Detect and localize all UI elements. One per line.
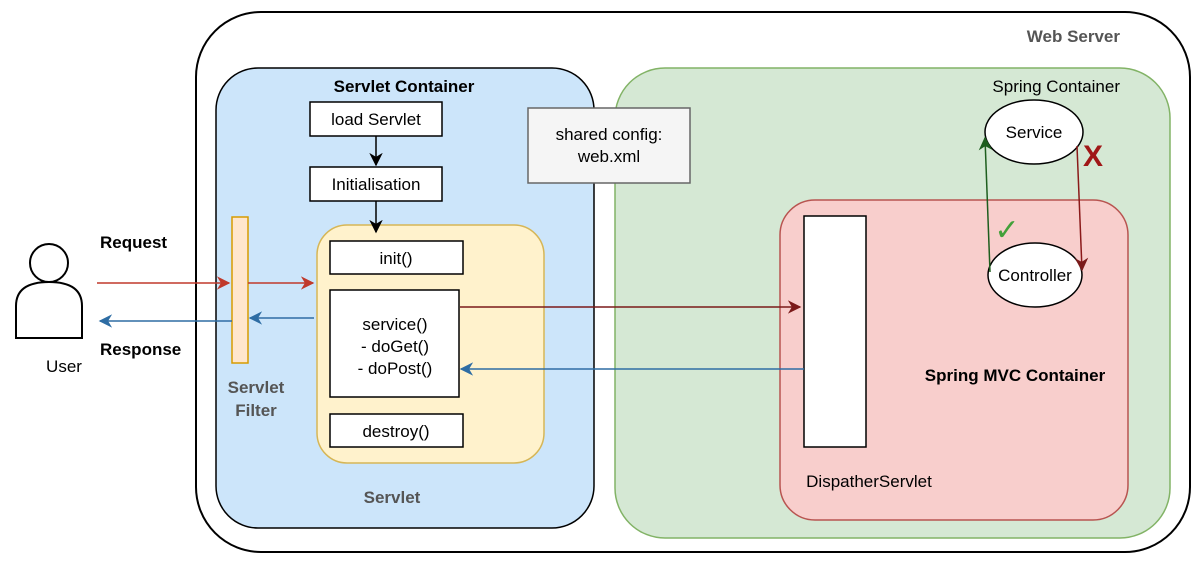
- service-bean-label: Service: [1006, 123, 1063, 142]
- load-servlet-box: [309, 101, 443, 137]
- dispatcher-servlet-label: DispatherServlet: [806, 472, 932, 491]
- service-bean-ellipse: [984, 99, 1084, 165]
- servlet-filter-label-line2: Filter: [235, 401, 277, 420]
- user-label: User: [46, 357, 82, 376]
- arrow-controller-to-service: [978, 136, 993, 273]
- destroy-box: [329, 413, 464, 448]
- arrow-service-to-controller: [1074, 145, 1089, 272]
- init-label: init(): [379, 249, 412, 268]
- initialisation-label: Initialisation: [332, 175, 421, 194]
- dopost-method-label: - doPost(): [358, 359, 433, 378]
- user-icon: [15, 243, 83, 339]
- check-mark-icon: ✓: [994, 213, 1019, 248]
- dispatcher-servlet-box: [803, 215, 867, 448]
- service-method-label: service(): [362, 315, 427, 334]
- spring-container-label: Spring Container: [992, 77, 1120, 96]
- web-server-label: Web Server: [1027, 27, 1121, 46]
- spring-mvc-container-label: Spring MVC Container: [925, 366, 1106, 385]
- servlet-filter-bar: [231, 216, 249, 364]
- init-box: [329, 240, 464, 275]
- cross-mark-icon: X: [1083, 140, 1103, 173]
- doget-method-label: - doGet(): [361, 337, 429, 356]
- request-label: Request: [100, 233, 167, 252]
- service-method-box: [329, 289, 460, 398]
- response-label: Response: [100, 340, 181, 359]
- servlet-container-title: Servlet Container: [334, 77, 475, 96]
- destroy-label: destroy(): [362, 422, 429, 441]
- web-xml-label: web.xml: [577, 147, 640, 166]
- controller-ellipse: [987, 242, 1083, 308]
- servlet-filter-label-line1: Servlet: [228, 378, 285, 397]
- load-servlet-label: load Servlet: [331, 110, 421, 129]
- shared-config-box: [527, 107, 691, 184]
- initialisation-box: [309, 166, 443, 202]
- shared-config-label: shared config:: [556, 125, 663, 144]
- controller-label: Controller: [998, 266, 1072, 285]
- servlet-label: Servlet: [364, 488, 421, 507]
